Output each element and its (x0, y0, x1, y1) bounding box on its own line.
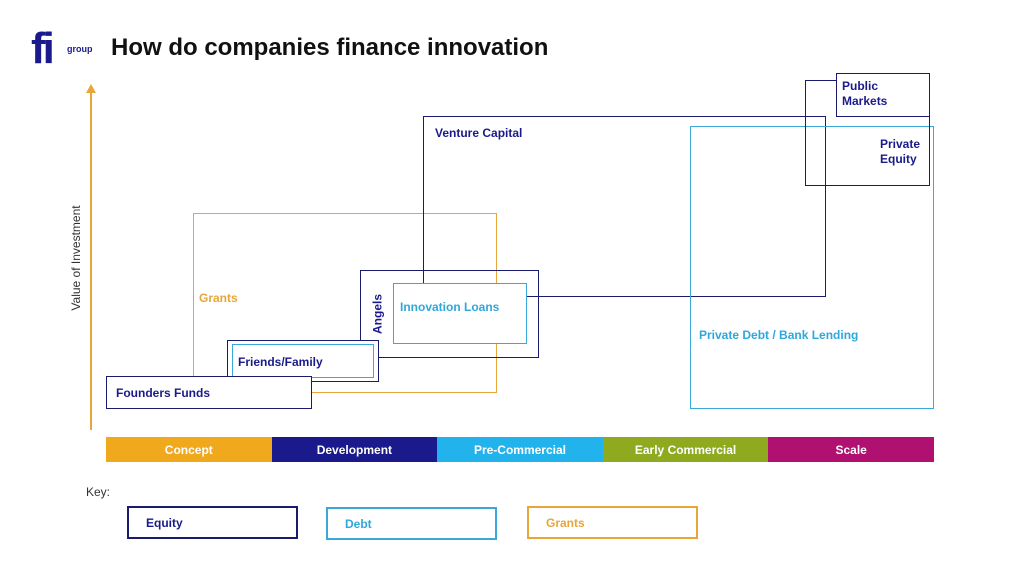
innovation-loans-box (393, 283, 527, 344)
stage-concept: Concept (106, 437, 272, 462)
angels-label: Angels (370, 293, 385, 335)
friends-family-outer-box (227, 340, 379, 382)
venture-capital-label: Venture Capital (435, 126, 523, 140)
y-axis-arrow-icon (86, 84, 96, 93)
stage-bar: Concept Development Pre-Commercial Early… (106, 437, 934, 462)
y-axis-line (90, 92, 92, 430)
logo-mark: fi (31, 24, 55, 73)
stage-scale: Scale (768, 437, 934, 462)
logo-subtext: group (67, 44, 93, 54)
public-markets-label: Public Markets (842, 79, 888, 108)
founders-funds-label: Founders Funds (116, 386, 210, 400)
innovation-loans-label: Innovation Loans (400, 300, 500, 314)
stage-pre-commercial: Pre-Commercial (437, 437, 603, 462)
grants-label: Grants (199, 291, 238, 305)
key-title: Key: (86, 485, 111, 499)
venture-capital-box (423, 116, 826, 297)
angels-box (360, 270, 539, 358)
public-markets-box (836, 73, 930, 117)
key-debt: Debt (326, 507, 497, 540)
fi-group-logo: fi group (31, 26, 97, 78)
stage-development: Development (271, 437, 438, 462)
page-title: How do companies finance innovation (111, 34, 549, 61)
founders-funds-box (106, 376, 312, 409)
key-grants: Grants (527, 506, 698, 539)
private-debt-label: Private Debt / Bank Lending (699, 328, 859, 342)
stage-early-commercial: Early Commercial (602, 437, 769, 462)
friends-family-label: Friends/Family (238, 355, 323, 369)
key-equity: Equity (127, 506, 298, 539)
private-equity-label: Private Equity (880, 137, 921, 166)
y-axis-label: Value of Investment (69, 205, 83, 311)
private-debt-box (690, 126, 934, 409)
